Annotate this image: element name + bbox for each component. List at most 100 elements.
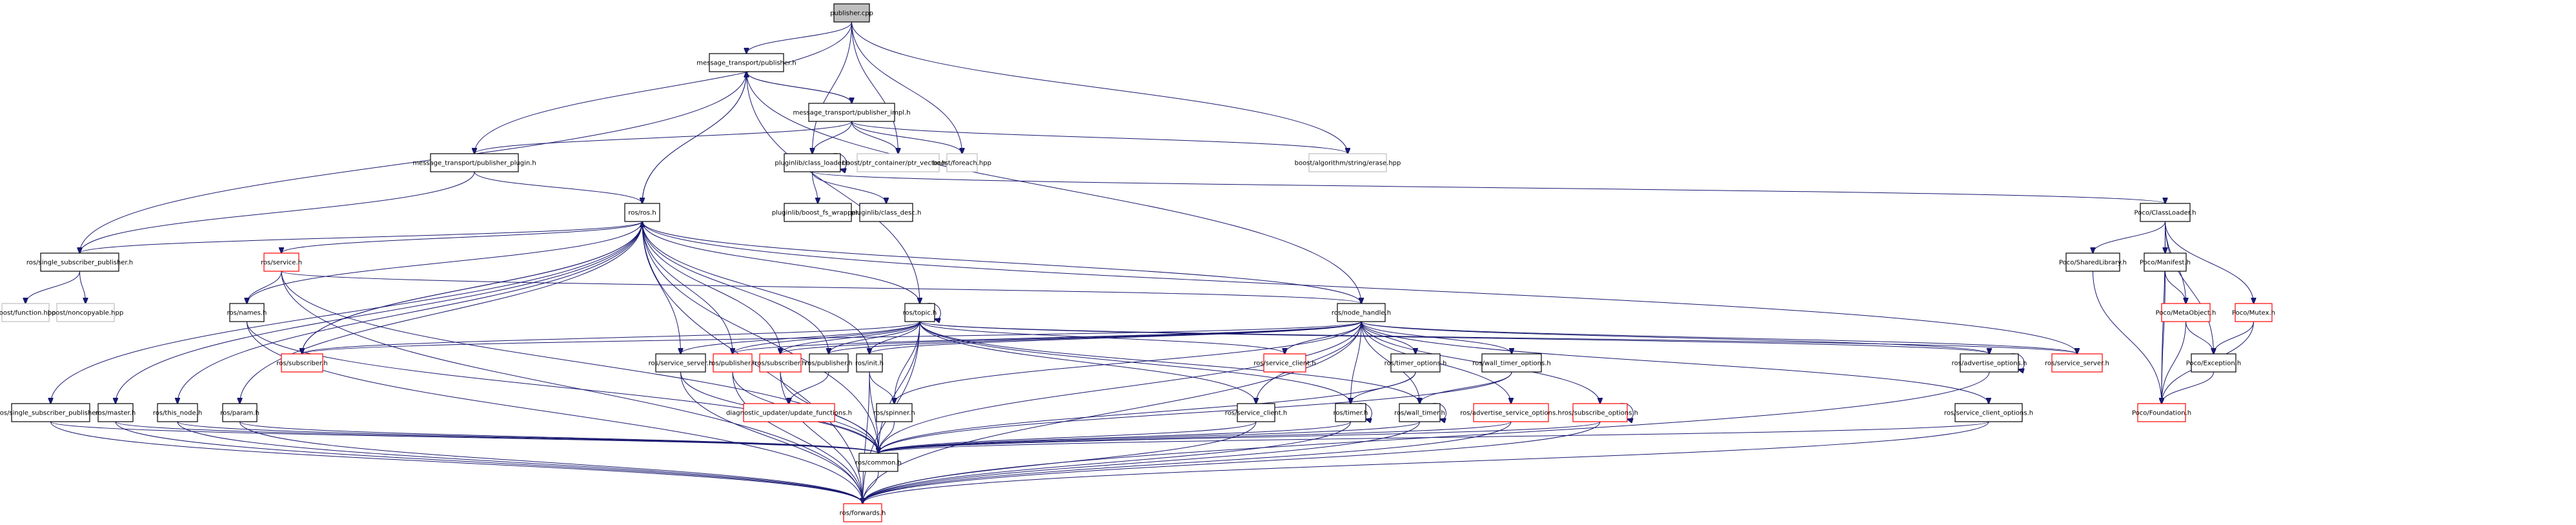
node-poco-mutex-h[interactable]: Poco/Mutex.h (2232, 303, 2275, 322)
node-ros-subscribe-options-h[interactable]: ros/subscribe_options.h (1562, 403, 1638, 422)
node-ros-master-h[interactable]: ros/master.h (96, 403, 136, 422)
node-ros-ssp-h-bottom[interactable]: ros/single_subscriber_publisher.h (0, 403, 104, 422)
node-label: ros/single_subscriber_publisher.h (0, 410, 104, 417)
node-boost-noncopyable[interactable]: boost/noncopyable.hpp (48, 303, 123, 322)
node-ros-ssp-h-top[interactable]: ros/single_subscriber_publisher.h (26, 252, 133, 272)
node-ros-node-handle-h[interactable]: ros/node_handle.h (1332, 303, 1391, 322)
node-label: boost/function.hpp (0, 310, 56, 317)
node-ros-ros-h[interactable]: ros/ros.h (624, 203, 660, 222)
edge-ros_param_h-to-ros_common_h (239, 421, 879, 453)
node-box (222, 403, 258, 422)
edge-poco_metaobject_h-to-poco_exception_h (2186, 321, 2214, 354)
node-poco-sharedlibrary-h[interactable]: Poco/SharedLibrary.h (2059, 252, 2127, 272)
node-ros-service-client-h-a[interactable]: ros/service_client.h (1253, 353, 1316, 373)
node-ros-common-h[interactable]: ros/common.h (855, 453, 902, 472)
node-label: ros/spinner.h (873, 410, 915, 417)
node-mt-publisher-plugin-h[interactable]: message_transport/publisher_plugin.h (412, 153, 536, 172)
node-ros-param-h[interactable]: ros/param.h (220, 403, 259, 422)
node-pl-boost-fs-wrapper-h[interactable]: pluginlib/boost_fs_wrapper.h (772, 203, 864, 222)
node-ros-names-h[interactable]: ros/names.h (227, 303, 267, 322)
node-mt-publisher-h[interactable]: message_transport/publisher.h (696, 53, 796, 72)
node-box (808, 103, 895, 122)
node-ros-this-node-h[interactable]: ros/this_node.h (153, 403, 202, 422)
node-label: ros/subscribe_options.h (1562, 410, 1638, 417)
edge-ros_ros_h-to-ros_publisher_h_a (642, 221, 733, 354)
node-ros-service-server-h-b[interactable]: ros/service_server.h (2045, 353, 2109, 373)
node-ros-subscriber-h-a[interactable]: ros/subscriber.h (276, 353, 328, 373)
edge-poco_manifest_h-to-poco_foundation_h (2162, 271, 2165, 404)
node-label: Poco/Manifest.h (2140, 260, 2191, 267)
node-label: boost/algorithm/string/erase.hpp (1295, 160, 1401, 167)
node-label: Poco/SharedLibrary.h (2059, 260, 2127, 267)
edge-ros_service_client_h_b-to-ros_forwards_h (863, 421, 1257, 504)
edge-ros_ros_h-to-ros_node_handle_h (642, 221, 1361, 304)
node-ros-advertise-options-h[interactable]: ros/advertise_options.h (1952, 353, 2027, 373)
node-boost-ptr-vector[interactable]: boost/ptr_container/ptr_vector.hpp (842, 153, 955, 172)
node-label: pluginlib/boost_fs_wrapper.h (772, 210, 864, 217)
node-boost-foreach[interactable]: boost/foreach.hpp (933, 153, 991, 172)
node-box (743, 403, 835, 422)
node-box (1481, 353, 1542, 373)
node-box (1335, 403, 1366, 422)
node-label: ros/master.h (96, 410, 136, 417)
node-ros-adv-srv-options-h[interactable]: ros/advertise_service_options.h (1460, 403, 1562, 422)
edge-ros_ros_h-to-ros_forwards_h (642, 221, 863, 504)
edge-poco_sharedlibrary_h-to-poco_foundation_h (2093, 271, 2162, 404)
node-diag-update-functions-h[interactable]: diagnostic_updater/update_functions.h (726, 403, 852, 422)
edge-ros_service_h-to-ros_names_h (247, 271, 282, 304)
node-pl-class-desc-h[interactable]: pluginlib/class_desc.h (851, 203, 922, 222)
node-label: ros/wall_timer_options.h (1472, 360, 1551, 367)
node-ros-service-client-h-b[interactable]: ros/service_client.h (1225, 403, 1287, 422)
node-ros-service-client-options-h[interactable]: ros/service_client_options.h (1944, 403, 2033, 422)
node-publisher-cpp[interactable]: publisher.cpp (830, 3, 873, 23)
node-ros-timer-h[interactable]: ros/timer.h (1334, 403, 1368, 422)
node-poco-manifest-h[interactable]: Poco/Manifest.h (2140, 252, 2191, 272)
edge-poco_exception_h-to-poco_foundation_h (2162, 371, 2214, 404)
node-box (1399, 403, 1441, 422)
edge-poco_metaobject_h-to-poco_foundation_h (2162, 321, 2186, 404)
node-poco-metaobject-h[interactable]: Poco/MetaObject.h (2156, 303, 2216, 322)
node-ros-timer-options-h[interactable]: ros/timer_options.h (1384, 353, 1447, 373)
node-boost-function[interactable]: boost/function.hpp (0, 303, 56, 322)
node-pl-class-loader-h[interactable]: pluginlib/class_loader.h (775, 153, 850, 172)
node-box (430, 153, 519, 172)
node-box (809, 353, 849, 373)
edge-ros_ssp_h_top-to-boost_noncopyable (79, 271, 86, 304)
edge-mt_publisher_impl_h-to-pl_class_loader_h (813, 121, 852, 154)
edge-ros_publisher_h_b-to-diag_update_functions_h (789, 371, 829, 404)
edge-ros_topic_h-to-ros_timer_h (919, 321, 1351, 404)
node-ros-wall-timer-h[interactable]: ros/wall_timer.h (1394, 403, 1445, 422)
node-ros-wall-timer-options-h[interactable]: ros/wall_timer_options.h (1472, 353, 1551, 373)
node-ros-forwards-h[interactable]: ros/forwards.h (840, 503, 886, 522)
node-box (1237, 403, 1275, 422)
node-box (1572, 403, 1628, 422)
edge-ros_node_handle_h-to-ros_spinner_h (895, 321, 1362, 404)
node-ros-service-server-h-a[interactable]: ros/service_server.h (649, 353, 713, 373)
node-ros-publisher-h-a[interactable]: ros/publisher.h (709, 353, 756, 373)
edge-ros_init_h-to-ros_spinner_h (869, 371, 895, 404)
edge-ros_node_handle_h-to-ros_service_client_options_h (1361, 321, 1989, 404)
edge-ros_ros_h-to-ros_this_node_h (177, 221, 643, 404)
edge-ros_node_handle_h-to-ros_wall_timer_options_h (1361, 321, 1512, 354)
node-ros-spinner-h[interactable]: ros/spinner.h (873, 403, 915, 422)
node-poco-exception-h[interactable]: Poco/Exception.h (2186, 353, 2242, 373)
edge-ros_timer_options_h-to-ros_common_h (878, 371, 1416, 453)
node-label: ros/advertise_service_options.h (1460, 410, 1561, 417)
node-ros-service-h[interactable]: ros/service.h (261, 252, 302, 272)
edge-mt_publisher_impl_h-to-mt_publisher_h (747, 72, 852, 104)
node-boost-erase[interactable]: boost/algorithm/string/erase.hpp (1295, 153, 1401, 172)
edge-mt_publisher_impl_h-to-boost_ptr_vector (851, 121, 898, 154)
node-ros-subscriber-h-b[interactable]: ros/subscriber.h (755, 353, 806, 373)
node-mt-publisher-impl-h[interactable]: message_transport/publisher_impl.h (793, 103, 911, 122)
edge-poco_classloader_h-to-poco_exception_h (2165, 221, 2214, 354)
edge-publisher_cpp-to-boost_foreach (851, 21, 962, 154)
node-poco-classloader-h[interactable]: Poco/ClassLoader.h (2135, 203, 2196, 222)
node-ros-publisher-h-b[interactable]: ros/publisher.h (805, 353, 853, 373)
edge-pl_class_loader_h-to-poco_classloader_h (812, 171, 2165, 203)
node-poco-foundation-h[interactable]: Poco/Foundation.h (2132, 403, 2191, 422)
node-ros-topic-h[interactable]: ros/topic.h (903, 303, 937, 322)
node-label: boost/foreach.hpp (933, 160, 991, 167)
node-label: ros/service_client_options.h (1944, 410, 2033, 417)
node-ros-init-h[interactable]: ros/init.h (855, 353, 884, 373)
node-label: ros/service_client.h (1225, 410, 1287, 417)
